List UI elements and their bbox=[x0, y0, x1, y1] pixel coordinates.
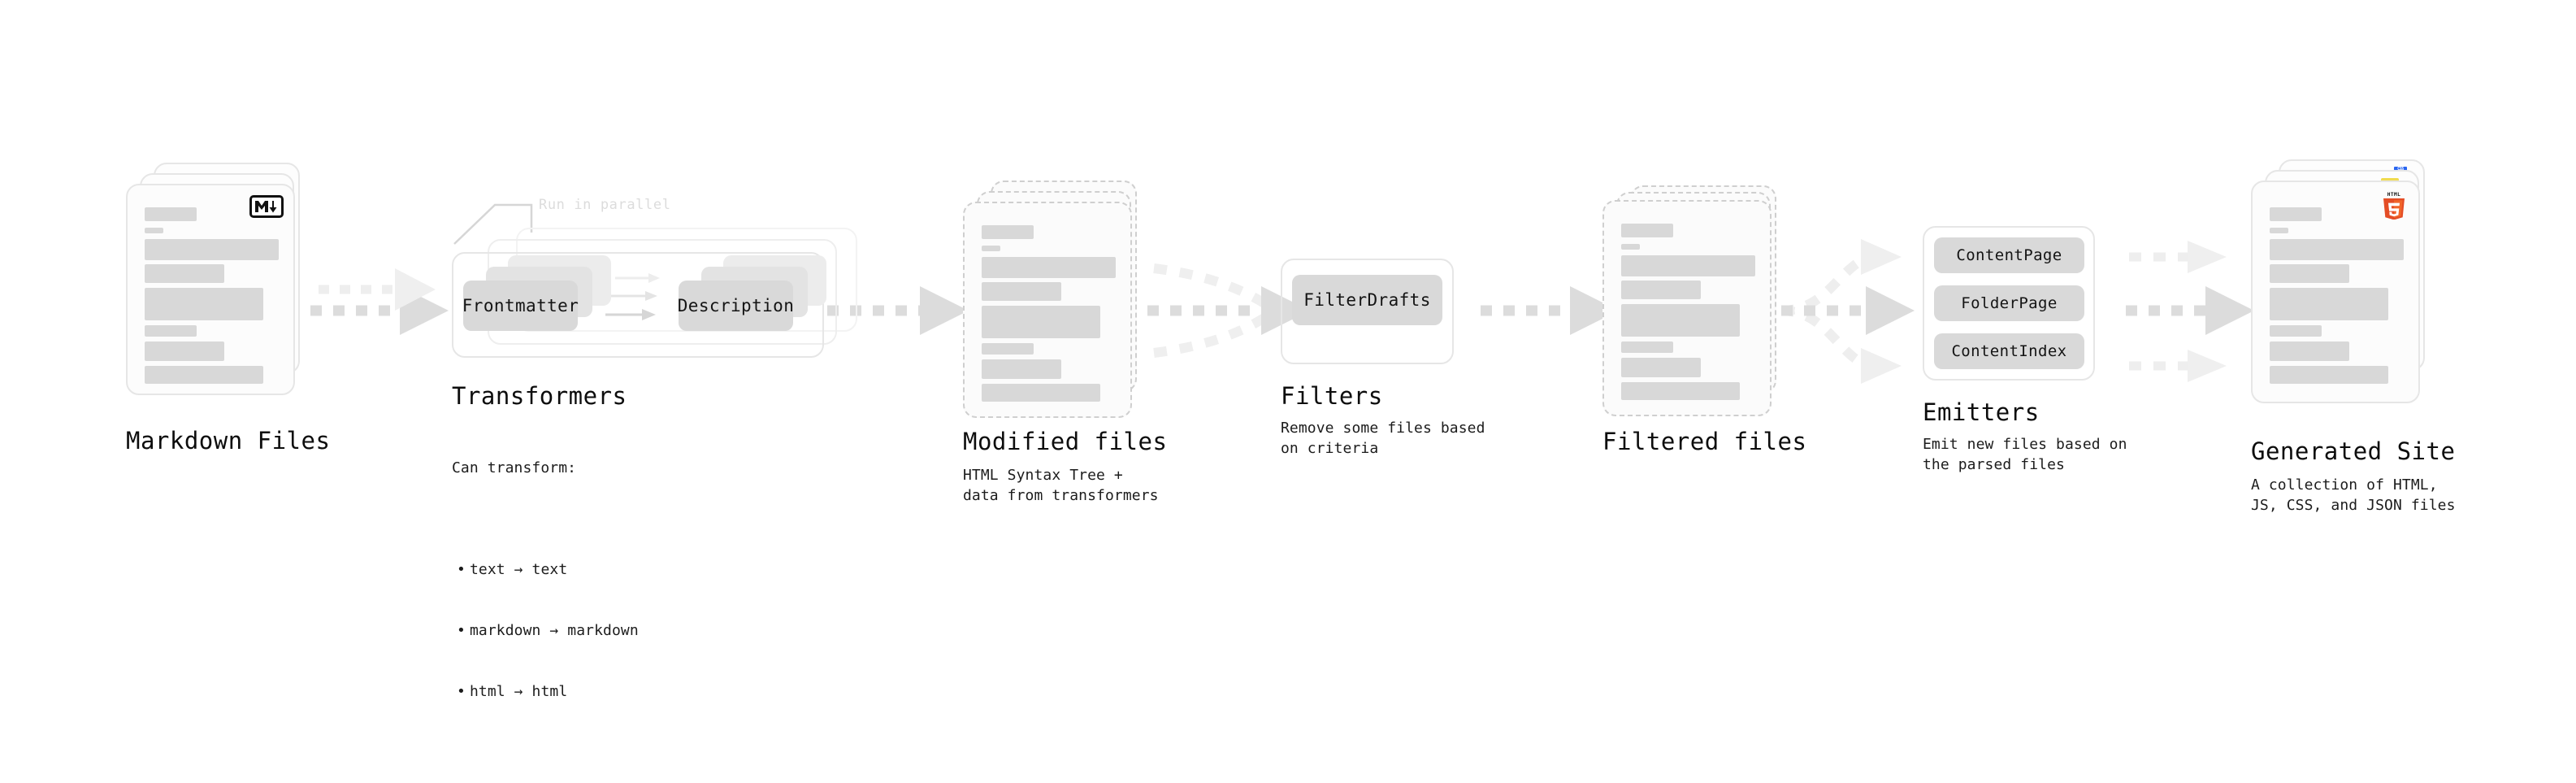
skeleton-line bbox=[145, 366, 263, 384]
skeleton-line bbox=[1621, 255, 1755, 276]
transform-heading: Can transform: bbox=[452, 459, 577, 476]
skeleton-line bbox=[982, 282, 1061, 301]
run-in-parallel-label: Run in parallel bbox=[539, 197, 671, 213]
stage-subtitle-transformers: Can transform: text → text markdown → ma… bbox=[452, 417, 639, 783]
transformer-chip-description[interactable]: Description bbox=[678, 281, 794, 331]
skeleton-line bbox=[1621, 341, 1673, 353]
skeleton-line bbox=[982, 343, 1034, 355]
stage-title-transformers: Transformers bbox=[452, 382, 627, 410]
skeleton-line bbox=[1621, 382, 1740, 400]
skeleton-line bbox=[145, 288, 263, 320]
transformer-chip-frontmatter[interactable]: Frontmatter bbox=[462, 281, 579, 331]
filters-box bbox=[1281, 259, 1454, 364]
stage-subtitle-filters: Remove some files based on criteria bbox=[1281, 420, 1485, 457]
stage-subtitle-modified-files: HTML Syntax Tree + data from transformer… bbox=[963, 467, 1159, 504]
skeleton-line bbox=[145, 228, 163, 233]
emitter-chip-contentpage[interactable]: ContentPage bbox=[1934, 237, 2084, 273]
transformer-box-front bbox=[452, 252, 824, 358]
skeleton-line bbox=[145, 341, 224, 361]
skeleton-line bbox=[1621, 281, 1701, 299]
skeleton-line bbox=[2270, 341, 2349, 361]
skeleton-line bbox=[2270, 366, 2388, 384]
stage-title-filtered-files: Filtered files bbox=[1602, 428, 1807, 455]
skeleton-line bbox=[2270, 325, 2322, 337]
skeleton-line bbox=[145, 264, 224, 283]
skeleton-line bbox=[982, 359, 1061, 379]
skeleton-line bbox=[1621, 224, 1673, 237]
stage-title-emitters: Emitters bbox=[1923, 398, 2040, 426]
skeleton-line bbox=[145, 207, 197, 221]
skeleton-line bbox=[982, 384, 1100, 402]
skeleton-line bbox=[982, 225, 1034, 239]
svg-text:HTML: HTML bbox=[2387, 192, 2401, 198]
skeleton-line bbox=[982, 246, 1000, 251]
skeleton-line bbox=[145, 239, 279, 260]
skeleton-line bbox=[2270, 207, 2322, 221]
connector-markdown-to-transformers bbox=[310, 268, 449, 335]
transform-list-item: markdown → markdown bbox=[457, 620, 639, 641]
html5-icon: HTML bbox=[2381, 190, 2407, 223]
modified-card-front bbox=[963, 202, 1132, 418]
skeleton-line bbox=[982, 257, 1116, 278]
filtered-card-front bbox=[1602, 200, 1772, 416]
css-icon: CSS bbox=[2394, 167, 2407, 172]
skeleton-line bbox=[145, 325, 197, 337]
site-card-front: HTML bbox=[2251, 181, 2420, 403]
diagram-canvas: Markdown Files Run in parallel Frontmatt… bbox=[0, 0, 2576, 681]
connector-filters-to-filtered bbox=[1481, 286, 1619, 335]
stage-title-modified-files: Modified files bbox=[963, 428, 1168, 455]
connector-emitters-to-site bbox=[2126, 241, 2254, 382]
stage-title-filters: Filters bbox=[1281, 382, 1383, 410]
markdown-card-front bbox=[126, 184, 295, 395]
stage-title-markdown-files: Markdown Files bbox=[126, 427, 331, 455]
stage-subtitle-generated-site: A collection of HTML, JS, CSS, and JSON … bbox=[2251, 476, 2456, 514]
skeleton-line bbox=[1621, 244, 1640, 250]
markdown-icon bbox=[249, 195, 284, 218]
transform-list-item: text → text bbox=[457, 559, 639, 580]
skeleton-line bbox=[2270, 288, 2388, 320]
filter-chip-filterdrafts[interactable]: FilterDrafts bbox=[1292, 275, 1442, 325]
skeleton-line bbox=[1621, 304, 1740, 337]
connector-filtered-to-emitters bbox=[1780, 239, 1915, 384]
emitter-chip-folderpage[interactable]: FolderPage bbox=[1934, 285, 2084, 321]
stage-title-generated-site: Generated Site bbox=[2251, 437, 2456, 465]
stage-subtitle-emitters: Emit new files based on the parsed files bbox=[1923, 436, 2127, 473]
emitters-box bbox=[1923, 226, 2095, 381]
skeleton-line bbox=[2270, 264, 2349, 283]
skeleton-line bbox=[2270, 228, 2288, 233]
emitter-chip-contentindex[interactable]: ContentIndex bbox=[1934, 333, 2084, 369]
skeleton-line bbox=[982, 306, 1100, 338]
transform-list: text → text markdown → markdown html → h… bbox=[452, 519, 639, 742]
transform-list-item: html → html bbox=[457, 681, 639, 702]
skeleton-line bbox=[2270, 239, 2404, 260]
skeleton-line bbox=[1621, 358, 1701, 377]
